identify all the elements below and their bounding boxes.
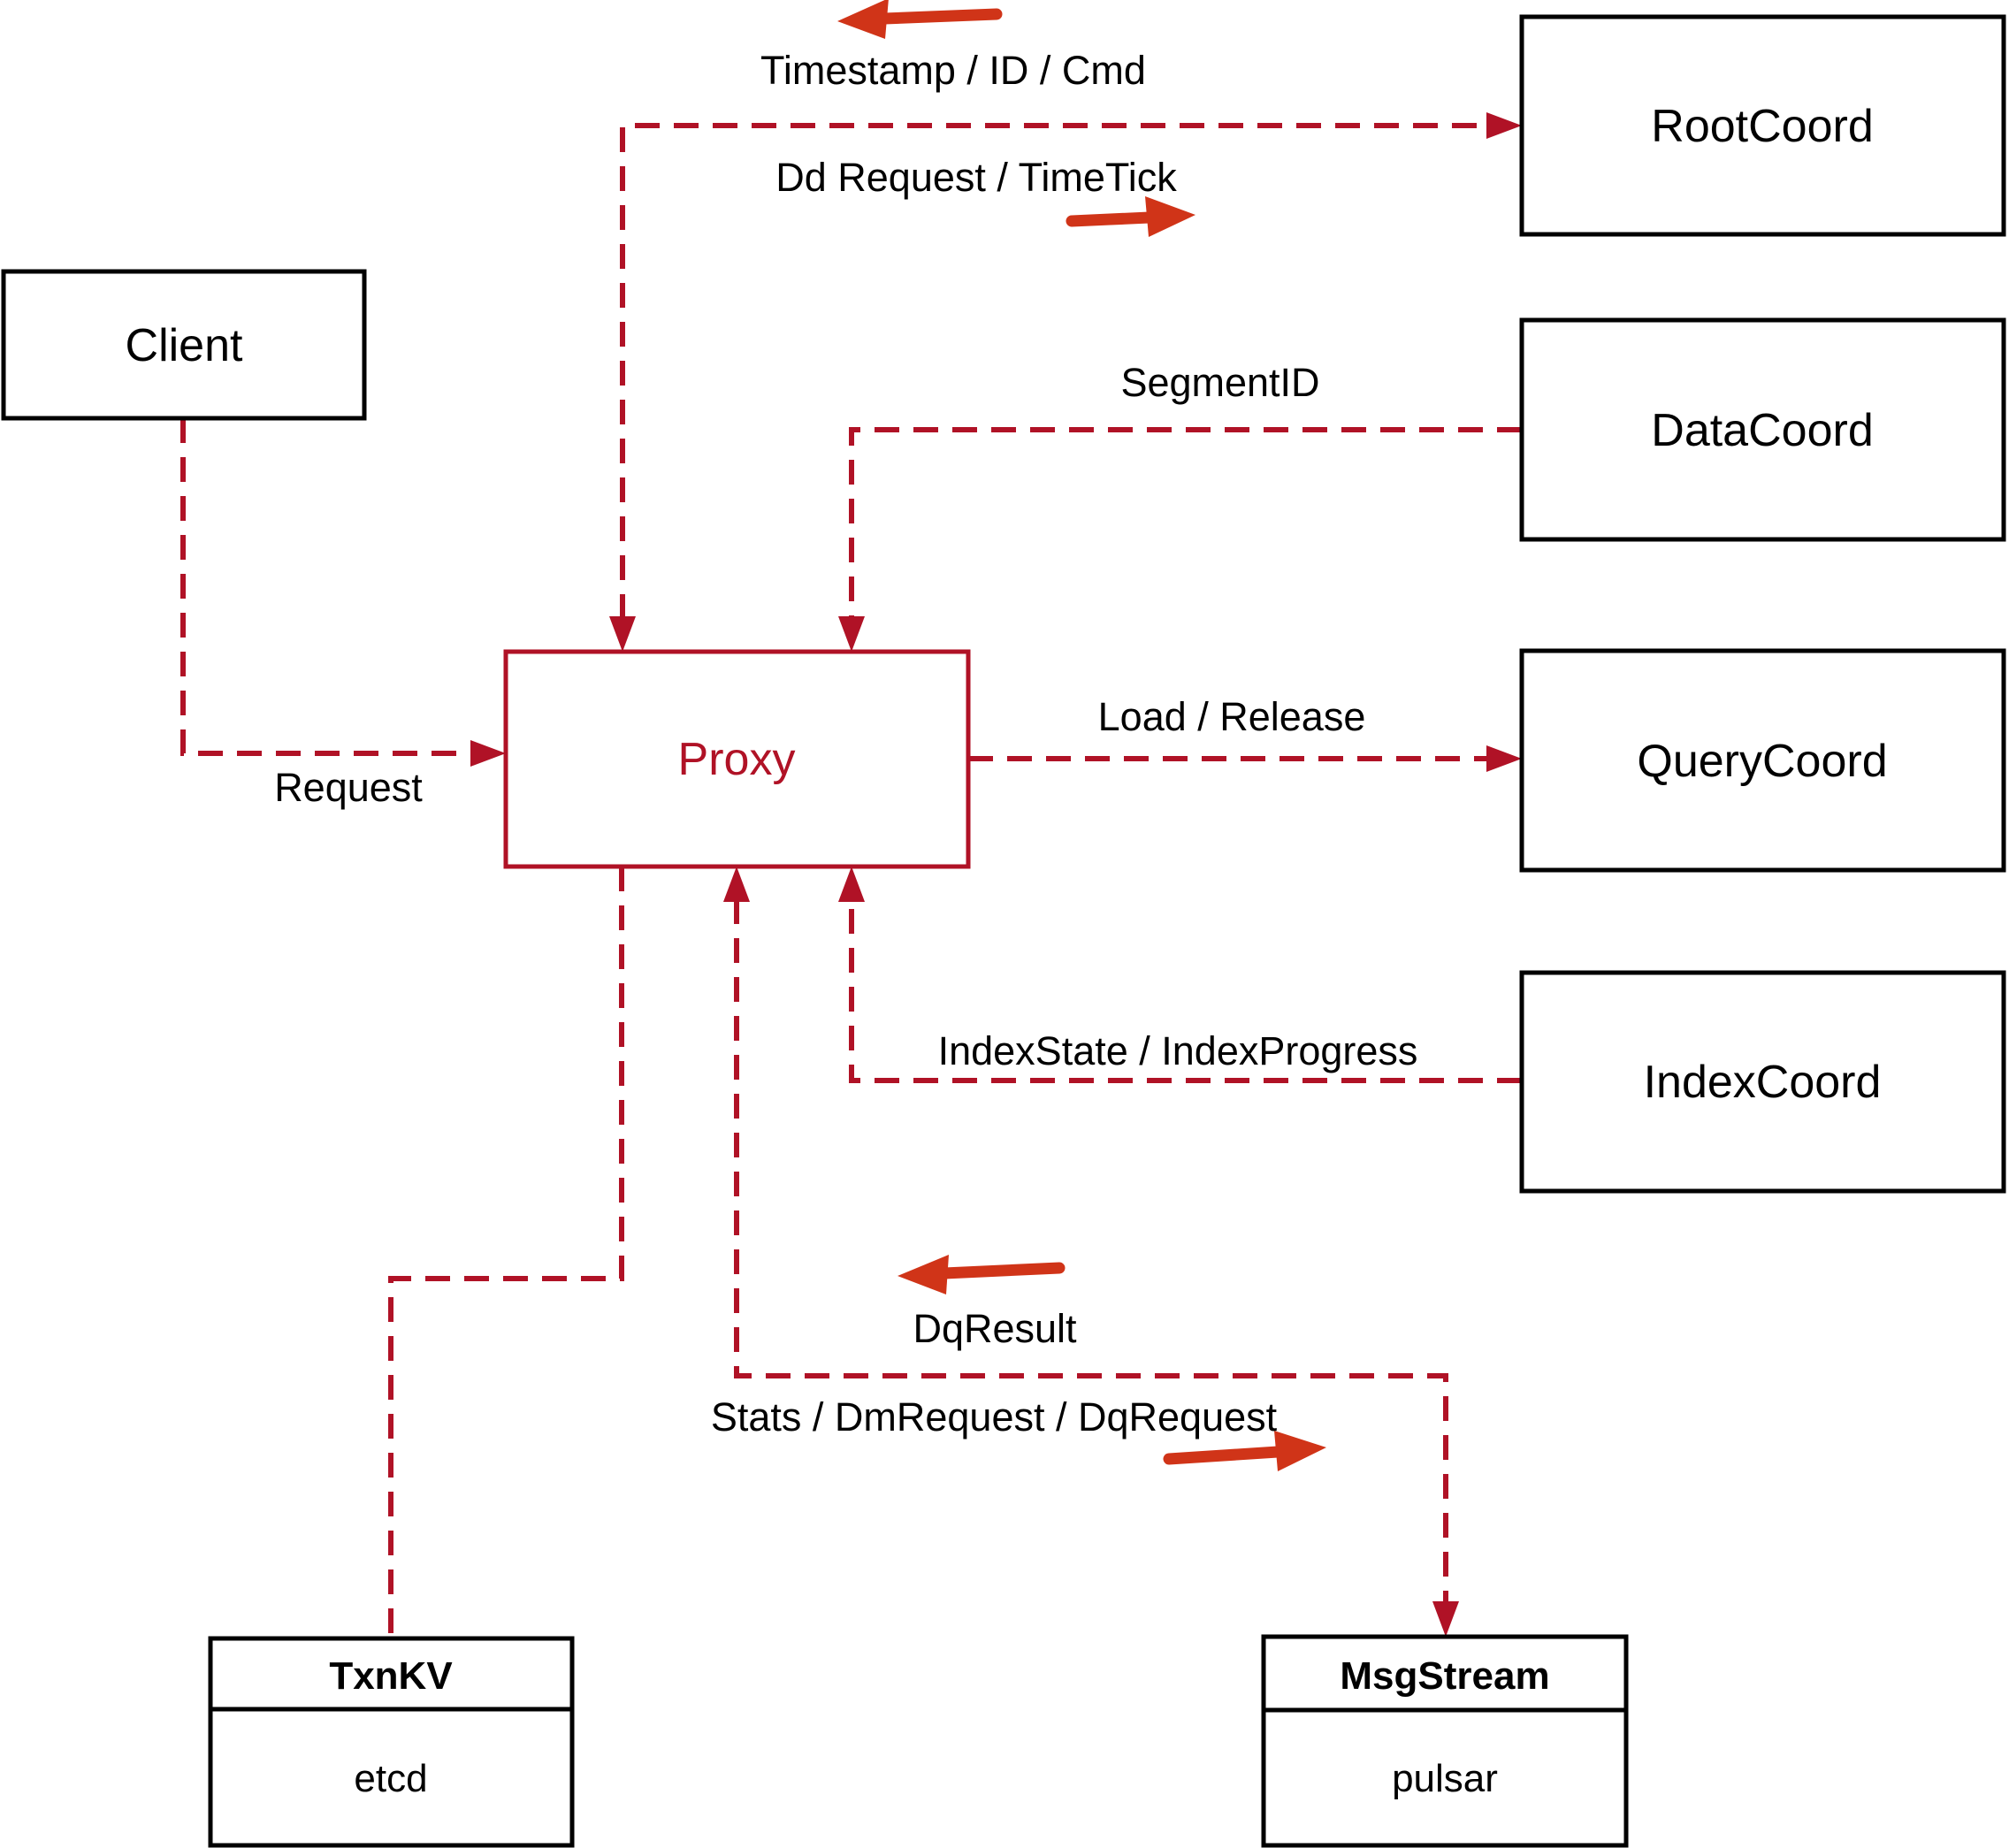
edge-label-dq-result: DqResult — [913, 1306, 1077, 1351]
edge-label-segment-id: SegmentID — [1120, 360, 1319, 405]
arrow-right-icon — [1486, 745, 1522, 772]
edge-indexcoord-proxy — [838, 867, 1522, 1083]
client-label: Client — [126, 320, 243, 371]
client-box — [1, 269, 367, 421]
node-msgstream: MsgStream pulsar — [1261, 1634, 1629, 1848]
datacoord-label: DataCoord — [1651, 405, 1873, 456]
msgstream-header: MsgStream — [1340, 1654, 1549, 1698]
txnkv-value: etcd — [354, 1757, 427, 1800]
edge-proxy-querycoord — [968, 745, 1522, 772]
txnkv-box — [208, 1636, 575, 1848]
stats-direction-right-arrow-icon — [1163, 1431, 1326, 1471]
edge-label-timestamp-id-cmd: Timestamp / ID / Cmd — [760, 48, 1146, 93]
edge-label-indexstate-progress: IndexState / IndexProgress — [938, 1028, 1418, 1073]
dqresult-direction-left-arrow-icon — [898, 1255, 1066, 1294]
indexcoord-label: IndexCoord — [1644, 1057, 1882, 1108]
node-datacoord: DataCoord — [1519, 317, 2006, 542]
edge-proxy-rootcoord-line — [620, 123, 1489, 619]
rootcoord-box — [1519, 14, 2006, 237]
edge-proxy-txnkv — [388, 867, 624, 1638]
edge-indexcoord-proxy-line — [849, 899, 1522, 1083]
txnkv-header: TxnKV — [329, 1654, 453, 1698]
node-client: Client — [1, 269, 367, 421]
edge-client-proxy — [180, 418, 506, 767]
edge-label-dd-request-timetick: Dd Request / TimeTick — [775, 155, 1177, 200]
edge-datacoord-proxy-line — [849, 427, 1522, 619]
edge-label-request: Request — [274, 765, 423, 810]
arrow-up-icon — [723, 867, 750, 902]
node-txnkv: TxnKV etcd — [208, 1636, 575, 1848]
edge-client-proxy-line — [180, 418, 473, 756]
arrow-up-icon — [838, 867, 865, 902]
msgstream-box — [1261, 1634, 1629, 1848]
ddrequest-direction-right-arrow-icon — [1066, 196, 1195, 237]
datacoord-box — [1519, 317, 2006, 542]
querycoord-label: QueryCoord — [1637, 736, 1887, 787]
node-rootcoord: RootCoord — [1519, 14, 2006, 237]
arrow-down-icon — [1432, 1601, 1459, 1637]
arrow-right-icon — [1486, 112, 1522, 139]
edge-proxy-msgstream — [723, 867, 1459, 1637]
proxy-label: Proxy — [678, 734, 796, 785]
indexcoord-box — [1519, 970, 2006, 1194]
arrow-right-icon — [470, 740, 506, 767]
edge-datacoord-proxy — [838, 427, 1522, 652]
edge-proxy-rootcoord — [609, 112, 1522, 652]
proxy-box — [503, 649, 971, 869]
arrow-down-icon — [838, 616, 865, 652]
edge-proxy-txnkv-line — [388, 867, 624, 1638]
msgstream-value: pulsar — [1392, 1757, 1498, 1800]
arrow-down-icon — [609, 616, 636, 652]
node-proxy: Proxy — [503, 649, 971, 869]
edge-proxy-msgstream-line — [734, 899, 1448, 1604]
rootcoord-label: RootCoord — [1651, 101, 1873, 152]
timestamp-direction-left-arrow-icon — [837, 0, 1003, 39]
edge-label-load-release: Load / Release — [1098, 694, 1366, 739]
querycoord-box — [1519, 648, 2006, 873]
edge-label-stats-dm-dq: Stats / DmRequest / DqRequest — [711, 1394, 1278, 1439]
node-querycoord: QueryCoord — [1519, 648, 2006, 873]
node-indexcoord: IndexCoord — [1519, 970, 2006, 1194]
